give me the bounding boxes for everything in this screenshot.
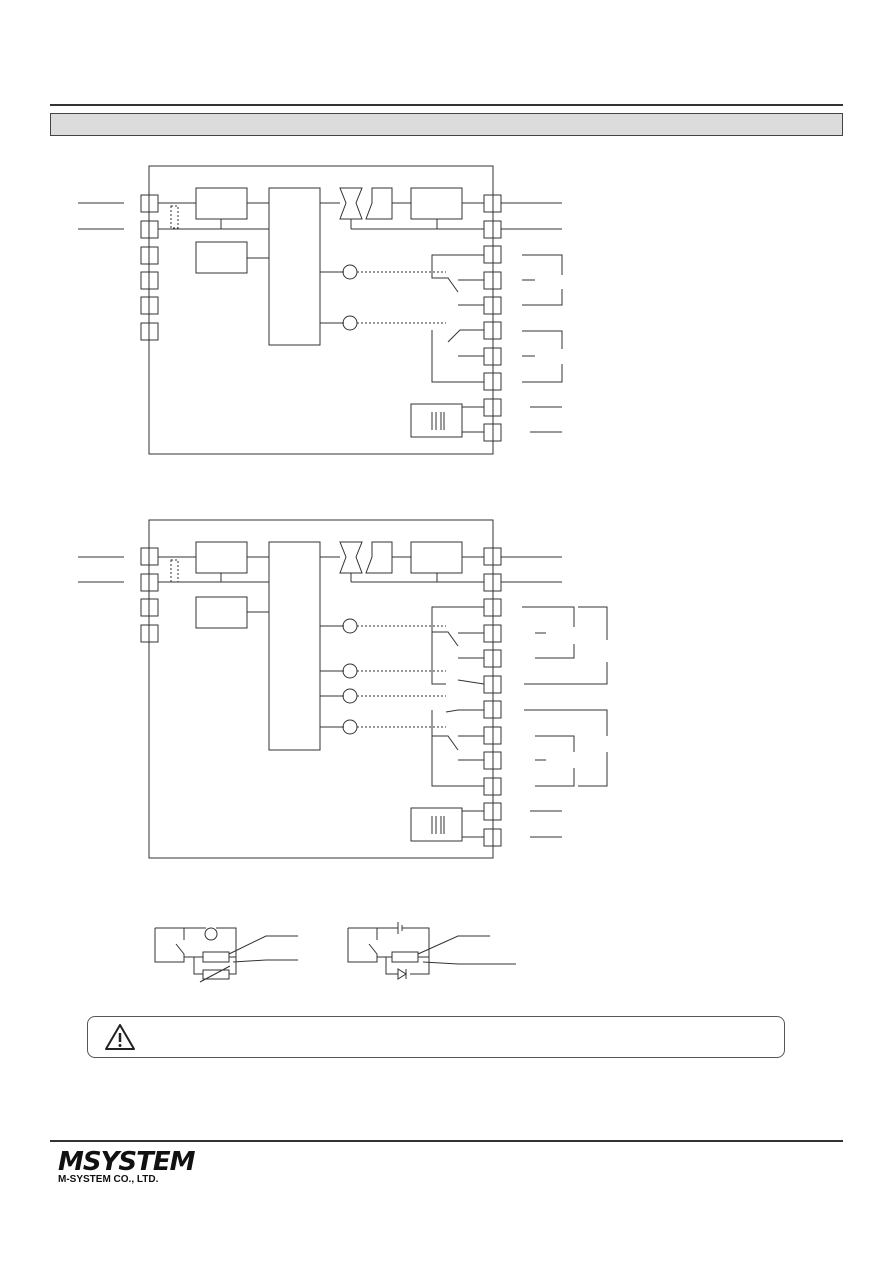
diagram-1 bbox=[78, 165, 563, 455]
wiring bbox=[78, 187, 563, 433]
output-block bbox=[410, 541, 463, 574]
power-block bbox=[410, 807, 463, 842]
header-rule bbox=[50, 104, 843, 106]
unit-outline bbox=[148, 165, 494, 455]
output-block bbox=[410, 187, 463, 220]
processor-block bbox=[268, 541, 321, 751]
input-block bbox=[195, 541, 248, 574]
contact-protection-diagrams bbox=[154, 922, 516, 983]
ac-protection-circuit bbox=[154, 927, 298, 983]
company-logo: MSYSTEM M-SYSTEM CO., LTD. bbox=[58, 1147, 198, 1190]
company-name: M-SYSTEM CO., LTD. bbox=[58, 1174, 159, 1185]
diagram-2 bbox=[78, 519, 608, 859]
warning-triangle-icon bbox=[105, 1024, 135, 1050]
section-title-bar bbox=[50, 113, 843, 136]
input-block bbox=[195, 187, 248, 220]
footer-rule bbox=[50, 1140, 843, 1142]
logo-mark: MSYSTEM bbox=[58, 1147, 196, 1177]
processor-block bbox=[268, 187, 321, 346]
input-block-2 bbox=[195, 596, 248, 629]
dc-protection-circuit bbox=[347, 922, 516, 980]
warning-notice bbox=[87, 1016, 785, 1058]
power-block bbox=[410, 403, 463, 438]
unit-outline bbox=[148, 519, 494, 859]
wiring bbox=[78, 541, 608, 838]
input-block-2 bbox=[195, 241, 248, 274]
